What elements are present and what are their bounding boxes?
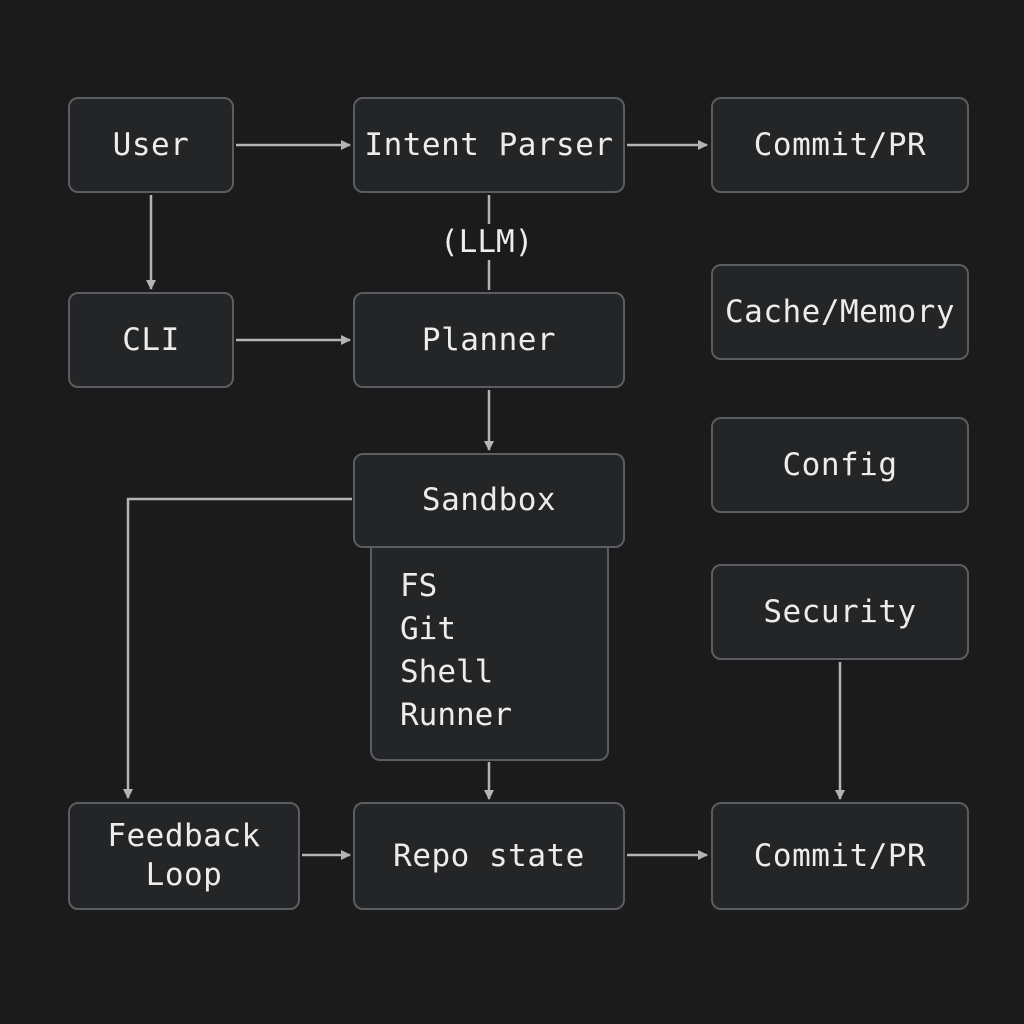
- sandbox-components-panel: FS Git Shell Runner: [370, 543, 609, 761]
- node-sandbox-label: Sandbox: [421, 482, 557, 519]
- node-intent-parser-label: Intent Parser: [364, 126, 614, 163]
- sandbox-item-git: Git: [400, 611, 456, 647]
- edge-label-llm: (LLM): [438, 224, 536, 260]
- node-feedback-loop: Feedback Loop: [68, 802, 300, 910]
- node-repo-state-label: Repo state: [393, 837, 585, 874]
- node-intent-parser: Intent Parser: [353, 97, 625, 193]
- node-security: Security: [711, 564, 969, 660]
- node-cli-label: CLI: [122, 321, 180, 358]
- sandbox-item-fs: FS: [400, 568, 438, 604]
- node-config: Config: [711, 417, 969, 513]
- node-user: User: [68, 97, 234, 193]
- node-feedback-loop-line1: Feedback: [107, 818, 261, 855]
- node-commit-pr-bottom-label: Commit/PR: [753, 837, 927, 874]
- node-planner: Planner: [353, 292, 625, 388]
- node-sandbox: Sandbox: [353, 453, 625, 548]
- node-feedback-loop-line2: Loop: [145, 857, 223, 893]
- node-commit-pr-top-label: Commit/PR: [753, 126, 927, 163]
- node-cache-memory: Cache/Memory: [711, 264, 969, 360]
- node-cache-memory-label: Cache/Memory: [725, 293, 955, 330]
- node-cli: CLI: [68, 292, 234, 388]
- node-commit-pr-bottom: Commit/PR: [711, 802, 969, 910]
- node-config-label: Config: [782, 446, 898, 483]
- node-security-label: Security: [763, 593, 917, 630]
- node-planner-label: Planner: [421, 321, 557, 358]
- edge-sandbox-to-feedback-loop: [123, 497, 352, 799]
- node-commit-pr-top: Commit/PR: [711, 97, 969, 193]
- sandbox-item-runner: Runner: [400, 697, 512, 733]
- sandbox-item-shell: Shell: [400, 654, 494, 690]
- node-user-label: User: [112, 126, 190, 163]
- node-repo-state: Repo state: [353, 802, 625, 910]
